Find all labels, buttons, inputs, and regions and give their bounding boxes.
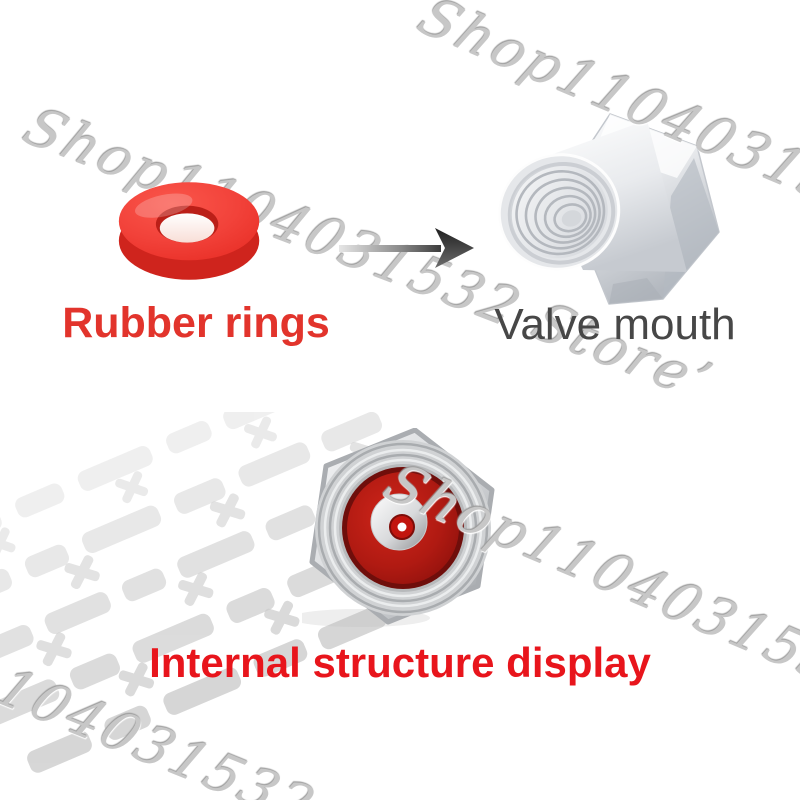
valve-mouth-label: Valve mouth — [494, 300, 736, 349]
rubber-rings-label: Rubber rings — [62, 299, 330, 347]
valve-mouth-icon — [497, 113, 720, 305]
internal-structure-icon — [302, 428, 495, 627]
rubber-ring-icon — [118, 182, 260, 280]
internal-structure-label: Internal structure display — [149, 639, 651, 686]
right-arrow-icon — [339, 228, 474, 268]
